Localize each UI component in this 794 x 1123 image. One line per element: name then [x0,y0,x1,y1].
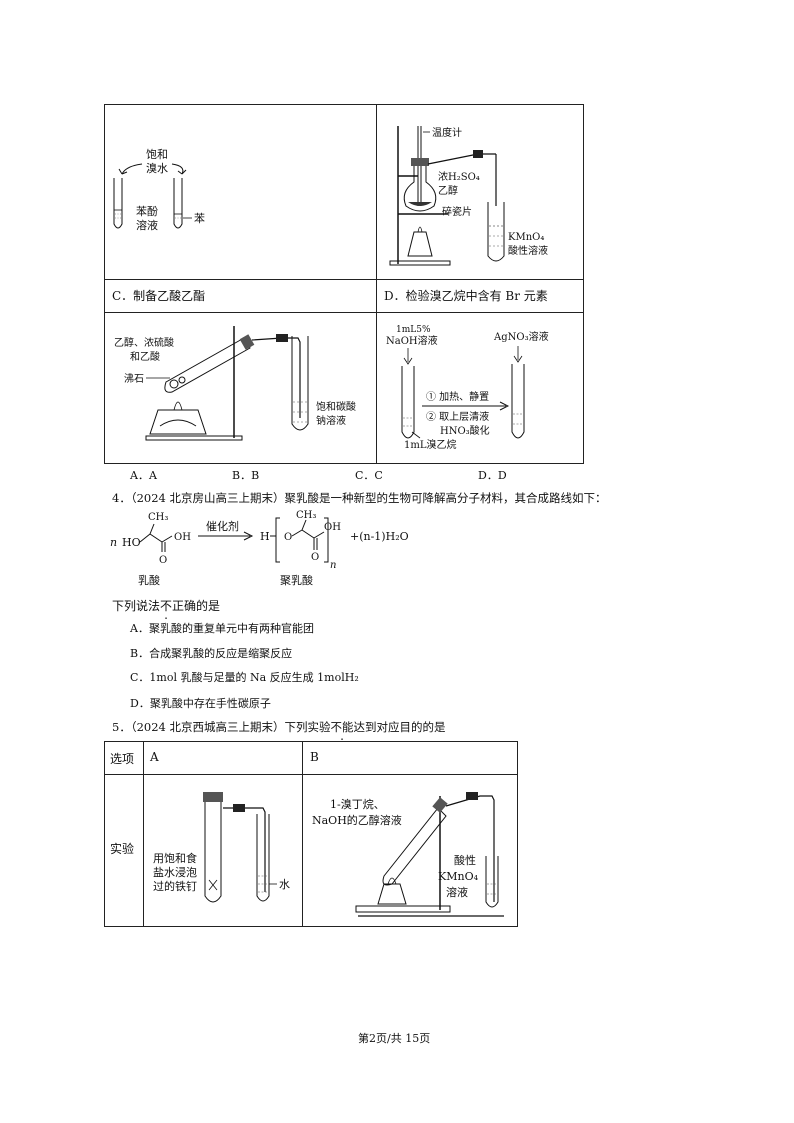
phenol-label-1: 苯酚 [136,204,158,218]
svg-text:OH: OH [324,522,341,533]
lactic-acid-label: 乳酸 [138,573,160,587]
q4-option-c[interactable]: C．1mol 乳酸与足量的 Na 反应生成 1molH₂ [130,671,359,684]
svg-text:CH₃: CH₃ [148,512,168,523]
option-c-title: C．制备乙酸乙酯 [112,289,206,303]
solution-b-label: 溶液 [446,885,468,899]
page-footer: 第2页/共 15页 [358,1032,431,1045]
bromoethane-test-figure: 1mL5% NaOH溶液 1mL溴乙烷 ① 加热、静置 ② 取上层清液 HNO₃… [386,325,549,451]
iron-nail-figure: 用饱和食 盐水浸泡 过的铁钉 水 [153,792,290,903]
q4-question: 下列说法不正确的是 [112,597,220,614]
svg-text:O: O [159,555,167,566]
ethanol-label: 乙醇 [438,184,458,197]
svg-text:HO: HO [122,536,141,549]
q3-option-d[interactable]: D．D [478,469,507,482]
svg-text:H: H [260,530,270,543]
svg-text:O: O [284,532,292,543]
acidic-label: 酸性 [454,853,476,867]
benzene-label: 苯 [194,211,205,225]
reagent-label-2: 和乙酸 [130,350,160,363]
ethyl-acetate-figure: 乙醇、浓硫酸 和乙酸 沸石 饱和碳酸 钠溶液 [114,326,356,441]
polylactic-acid-label: 聚乳酸 [280,573,313,587]
catalyst-label: 催化剂 [206,519,239,533]
byproduct-label: +(n-1)H₂O [350,530,409,543]
option-d-title: D．检验溴乙烷中含有 Br 元素 [384,289,548,303]
porcelain-chips-label: 碎瓷片 [442,205,472,218]
step2-label: ② 取上层清液 [426,410,489,423]
boiling-chips-label: 沸石 [124,372,144,385]
acidic-solution-label: 酸性溶液 [508,244,548,257]
q5-table-col-divider-1 [143,741,144,927]
experiment-table [104,104,584,464]
q4-option-d[interactable]: D．聚乳酸中存在手性碳原子 [130,697,271,710]
nail-label-1: 用饱和食 [153,851,197,865]
q4-option-a[interactable]: A．聚乳酸的重复单元中有两种官能团 [130,622,314,635]
svg-text:O: O [311,552,319,563]
nail-label-3: 过的铁钉 [153,879,197,893]
q5-header-option: 选项 [110,752,135,766]
svg-text:n: n [330,560,336,571]
reagent-b-label-1: 1-溴丁烷、 [330,797,385,811]
q5-row-label: 实验 [110,842,135,856]
sulfuric-acid-label: 浓H₂SO₄ [438,171,480,183]
q5-table-row-divider [104,774,518,775]
q5-header-b: B [310,750,319,764]
q3-option-b[interactable]: B．B [232,469,260,482]
svg-text:CH₃: CH₃ [296,510,316,521]
polylactic-acid-reaction: n HO CH₃ O OH 催化剂 H O CH₃ O n OH +(n-1)H… [110,510,409,587]
naoh-solution-label: NaOH溶液 [386,334,438,347]
svg-text:OH: OH [174,532,191,543]
reagent-label-1: 乙醇、浓硫酸 [114,336,174,349]
nail-label-2: 盐水浸泡 [153,865,197,879]
bromoethane-label: 1mL溴乙烷 [404,438,457,451]
agno3-label: AgNO₃溶液 [493,330,549,343]
naoh-concentration-label: 1mL5% [396,325,431,335]
table-vertical-divider [376,104,377,464]
bromine-water-figure: 饱和 溴水 苯酚 溶液 苯 [113,147,205,232]
sodium-carbonate-label-2: 钠溶液 [316,414,346,427]
step2b-label: HNO₃酸化 [440,424,490,437]
q4-option-b[interactable]: B．合成聚乳酸的反应是缩聚反应 [130,647,293,660]
table-row-divider-1 [104,279,584,280]
table-row-divider-2 [104,312,584,313]
q5-table-col-divider-2 [302,741,303,927]
q4-stem: 4．（2024 北京房山高三上期末）聚乳酸是一种新型的生物可降解高分子材料，其合… [112,491,607,505]
saturated-label: 饱和 [146,147,168,161]
ethylene-apparatus-figure: 温度计 浓H₂SO₄ 乙醇 碎瓷片 KMnO₄ 酸性溶液 [389,126,548,266]
reagent-b-label-2: NaOH的乙醇溶液 [312,813,402,827]
q5-table [104,741,518,927]
kmno4-label: KMnO₄ [508,232,544,243]
bromobutane-figure: 1-溴丁烷、 NaOH的乙醇溶液 酸性 KMnO₄ 溶液 [312,792,504,917]
q5-stem: 5．（2024 北京西城高三上期末）下列实验不能达到对应目的的是 [112,719,446,735]
sodium-carbonate-label-1: 饱和碳酸 [316,400,356,413]
kmno4-b-label: KMnO₄ [438,870,479,883]
bromine-water-label: 溴水 [146,161,168,175]
q3-option-a[interactable]: A．A [130,469,157,482]
water-label: 水 [279,878,290,891]
svg-text:n: n [110,536,117,549]
phenol-label-2: 溶液 [136,218,158,232]
q5-header-a: A [150,750,159,764]
step1-label: ① 加热、静置 [426,390,489,403]
thermometer-label: 温度计 [432,126,462,139]
q3-option-c[interactable]: C．C [355,469,383,482]
